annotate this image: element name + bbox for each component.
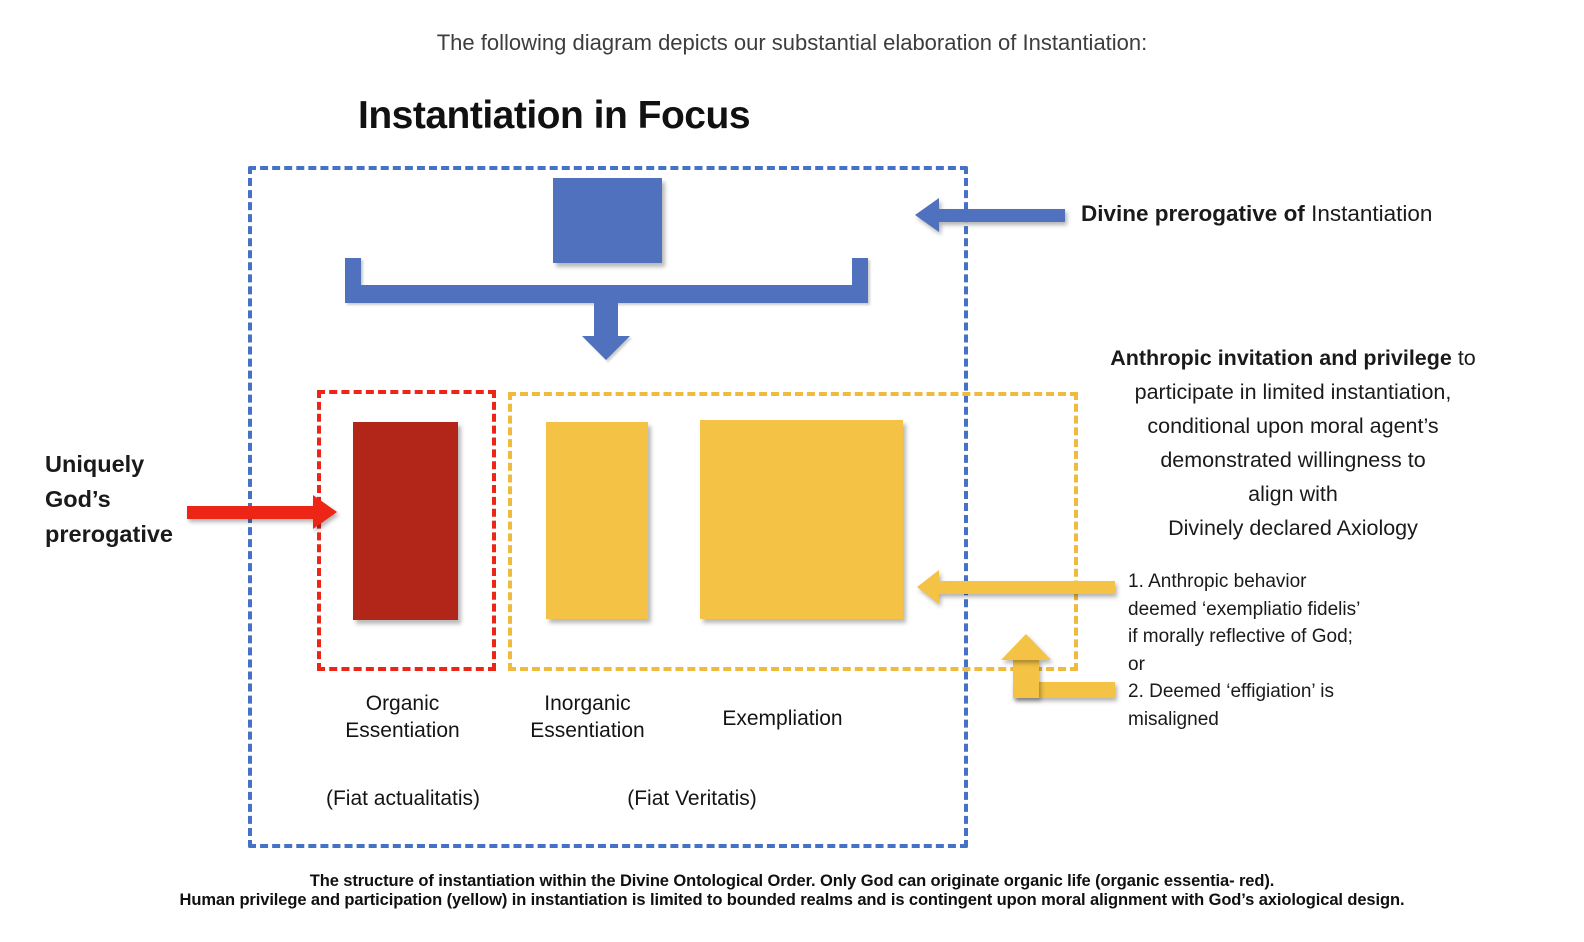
divine-prerogative-label-bold: Divine prerogative of xyxy=(1081,201,1305,226)
figure-caption: The structure of instantiation within th… xyxy=(0,872,1584,910)
caption-line-2: Human privilege and participation (yello… xyxy=(179,891,1405,909)
gods-prerogative-arrow-icon xyxy=(187,495,337,529)
anthropic-line-3: conditional upon moral agent’s xyxy=(1147,414,1439,438)
divine-prerogative-arrow-icon xyxy=(915,198,1065,232)
anthropic-line-2: participate in limited instantiation, xyxy=(1134,380,1452,404)
anthropic-participation-boundary-box xyxy=(508,392,1078,671)
fiat-actualitatis-label: (Fiat actualitatis) xyxy=(325,787,481,810)
anthropic-line-6: Divinely declared Axiology xyxy=(1168,516,1418,540)
conditions-label: 1. Anthropic behavior deemed ‘exempliati… xyxy=(1128,568,1438,733)
organic-essentiation-rectangle xyxy=(353,422,458,620)
diagram-title: Instantiation in Focus xyxy=(358,94,751,137)
anthropic-behavior-arrow-icon xyxy=(917,570,1115,604)
exempliation-label: Exempliation xyxy=(722,707,843,730)
condition-line-1: 1. Anthropic behavior xyxy=(1128,571,1307,592)
condition-line-5: 2. Deemed ‘effigiation’ is xyxy=(1128,681,1334,702)
gods-prerogative-boundary-box xyxy=(317,390,496,671)
anthropic-invitation-label: Anthropic invitation and privilege to pa… xyxy=(1058,341,1528,545)
effigiation-elbow-arrow-vertical xyxy=(1013,659,1039,698)
effigiation-elbow-arrow-icon xyxy=(1001,634,1051,660)
inorganic-essentiation-label: Inorganic Essentiation xyxy=(530,692,645,742)
organic-essentiation-label: Organic Essentiation xyxy=(345,692,460,742)
anthropic-line-4: demonstrated willingness to xyxy=(1160,448,1426,472)
fiat-veritatis-label: (Fiat Veritatis) xyxy=(627,787,757,810)
condition-line-4: or xyxy=(1128,653,1145,675)
divine-source-rectangle xyxy=(553,178,662,263)
exempliation-rectangle xyxy=(700,420,903,619)
anthropic-line-5: align with xyxy=(1248,482,1338,506)
divine-prerogative-label: Divine prerogative of Instantiation xyxy=(1081,201,1432,227)
intro-text: The following diagram depicts our substa… xyxy=(436,30,1148,55)
condition-line-2: deemed ‘exempliatio fidelis’ xyxy=(1128,598,1361,620)
uniquely-gods-prerogative-label: Uniquely God’s prerogative xyxy=(45,447,173,552)
uniquely-line-3: prerogative xyxy=(45,521,173,547)
down-arrow-stem xyxy=(594,301,618,337)
condition-line-6: misaligned xyxy=(1128,708,1219,730)
divine-prerogative-label-regular: Instantiation xyxy=(1304,201,1433,226)
anthropic-line-1: Anthropic invitation and privilege to xyxy=(1110,346,1476,370)
inorganic-essentiation-rectangle xyxy=(546,422,648,619)
uniquely-line-1: Uniquely xyxy=(45,451,145,477)
caption-line-1: The structure of instantiation within th… xyxy=(309,872,1275,890)
uniquely-line-2: God’s xyxy=(45,486,111,512)
condition-line-3: if morally reflective of God; xyxy=(1128,626,1353,647)
down-arrow-icon xyxy=(582,336,630,360)
distribution-bracket xyxy=(345,258,868,303)
